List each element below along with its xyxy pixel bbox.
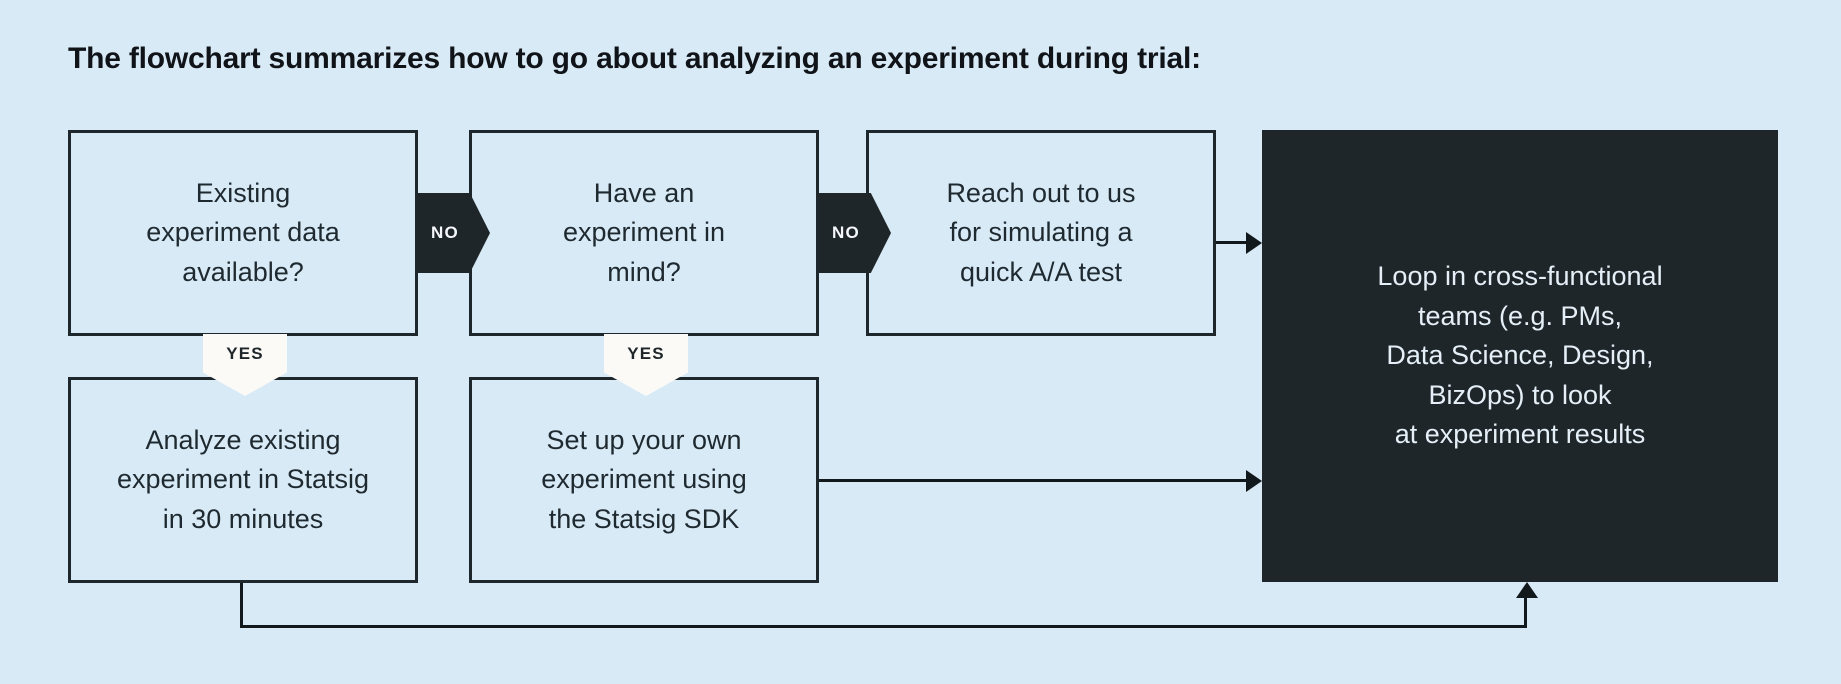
arrowhead-right-icon xyxy=(1246,232,1262,254)
arrowhead-right-icon xyxy=(1246,470,1262,492)
flow-node-label: Analyze existing experiment in Statsig i… xyxy=(116,424,370,534)
connector-setup-own-to-loop-teams xyxy=(819,479,1247,482)
flow-node-label: Loop in cross-functional teams (e.g. PMs… xyxy=(1377,261,1663,450)
flow-node-existing-data[interactable]: Existing experiment data available? xyxy=(68,130,418,336)
connector-reach-out-to-loop-teams xyxy=(1216,241,1250,244)
connector-analyze-existing-drop xyxy=(240,583,243,628)
flow-node-loop-teams[interactable]: Loop in cross-functional teams (e.g. PMs… xyxy=(1262,130,1778,582)
arrowhead-up-icon xyxy=(1516,582,1538,598)
flow-node-reach-out[interactable]: Reach out to us for simulating a quick A… xyxy=(866,130,1216,336)
badge-label: YES xyxy=(226,344,264,363)
badge-label: YES xyxy=(627,344,665,363)
badge-label: NO xyxy=(832,223,860,242)
flow-node-setup-own[interactable]: Set up your own experiment using the Sta… xyxy=(469,377,819,583)
connector-analyze-existing-rise xyxy=(1524,598,1527,628)
flow-node-label: Have an experiment in mind? xyxy=(562,177,726,287)
connector-analyze-existing-run xyxy=(240,625,1527,628)
badge-label: NO xyxy=(431,223,459,242)
flow-node-have-experiment[interactable]: Have an experiment in mind? xyxy=(469,130,819,336)
flow-node-label: Reach out to us for simulating a quick A… xyxy=(946,177,1136,287)
page-title: The flowchart summarizes how to go about… xyxy=(68,42,1201,75)
flow-node-label: Existing experiment data available? xyxy=(146,177,340,287)
flow-node-analyze-existing[interactable]: Analyze existing experiment in Statsig i… xyxy=(68,377,418,583)
flow-node-label: Set up your own experiment using the Sta… xyxy=(541,424,747,534)
